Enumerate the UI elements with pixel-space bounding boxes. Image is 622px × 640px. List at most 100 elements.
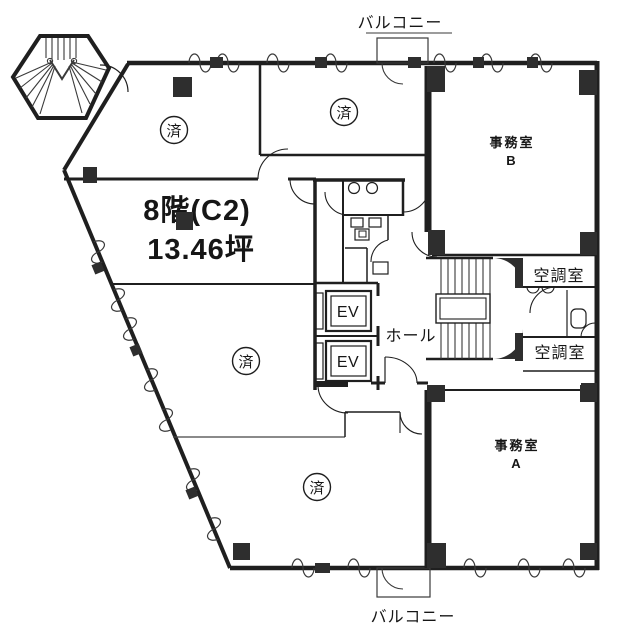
stair-entry-door-arc	[99, 64, 129, 93]
window-icon	[90, 240, 106, 264]
sink-basin-icon	[365, 181, 379, 195]
column-marker	[233, 543, 250, 560]
window-icon	[463, 558, 487, 578]
column-marker	[515, 258, 523, 288]
unit-floor-label: 8階(C2)	[143, 194, 251, 227]
column-marker	[315, 563, 330, 573]
status-seal-2: 済	[329, 97, 359, 127]
column-marker	[580, 543, 597, 560]
column-marker	[315, 57, 327, 68]
hall-label: ホール	[385, 328, 436, 345]
status-seals: 済 済 済 済	[159, 97, 359, 502]
fixture-icon	[368, 217, 382, 228]
column-marker	[408, 57, 421, 68]
fixture-icon	[350, 217, 364, 228]
column-marker	[129, 343, 143, 357]
column-marker	[428, 230, 445, 255]
column-marker	[427, 385, 445, 402]
office-a-room: 事務室 A	[494, 438, 539, 471]
office-b-label: 事務室	[489, 135, 534, 150]
window-icon	[347, 558, 371, 578]
outer-walls	[10, 34, 600, 571]
door-arc	[257, 148, 289, 180]
elevator-2-label: EV	[337, 354, 359, 371]
fixture-icon	[354, 228, 370, 241]
office-b-suffix: B	[506, 153, 517, 168]
column-marker	[427, 543, 446, 568]
window-icon	[122, 317, 138, 341]
toilet-icon	[570, 308, 587, 329]
door-arc	[580, 322, 596, 338]
window-icon	[291, 558, 315, 578]
balcony-bottom	[376, 567, 431, 598]
window-icon	[206, 517, 222, 541]
hvac-room-lower-label: 空調室	[534, 344, 585, 362]
window-icon	[143, 368, 159, 392]
status-seal-3: 済	[231, 346, 261, 376]
fixture-icon	[372, 261, 389, 275]
hvac-room-upper-label: 空調室	[533, 267, 584, 285]
balcony-top-door-arc	[381, 62, 404, 85]
window-icon	[110, 288, 126, 312]
office-a-suffix: A	[511, 456, 522, 471]
column-marker	[427, 66, 445, 92]
balcony-bottom-door-arc	[381, 567, 404, 590]
window-icon	[110, 288, 126, 312]
window-icon	[433, 53, 457, 73]
window-icon	[347, 558, 371, 578]
door-arc	[324, 191, 349, 216]
svg-text:済: 済	[166, 123, 181, 140]
office-b-door-arc	[411, 231, 438, 258]
window-icon	[433, 53, 457, 73]
column-marker	[210, 57, 223, 68]
elevator-2: EV	[315, 339, 373, 383]
column-marker	[176, 212, 193, 230]
window-icon	[122, 317, 138, 341]
hall-area	[371, 356, 428, 385]
column-marker	[473, 57, 484, 68]
door-arc	[317, 385, 349, 414]
door-arc	[399, 411, 423, 435]
window-icon	[266, 53, 290, 73]
unit-area-label: 13.46坪	[147, 233, 255, 266]
upper-diagonal-wall	[62, 62, 130, 172]
office-a-label: 事務室	[494, 438, 539, 453]
column-marker	[91, 261, 105, 275]
svg-text:済: 済	[238, 354, 253, 371]
window-icon	[206, 517, 222, 541]
column-marker	[173, 77, 192, 97]
elevator-1-label: EV	[337, 304, 359, 321]
sink-basin-icon	[347, 181, 361, 195]
fixture-icon	[358, 230, 367, 238]
column-marker	[579, 70, 597, 95]
hexagon-stairwell	[15, 38, 107, 115]
window-icon	[517, 558, 541, 578]
restroom-core	[313, 178, 438, 390]
sink-basin-icon	[541, 286, 555, 294]
window-icon	[562, 558, 586, 578]
column-marker	[580, 232, 597, 255]
main-staircase	[426, 256, 523, 361]
elevator-bank: EV EV	[315, 283, 380, 414]
window-icon	[158, 408, 174, 432]
door-arc	[370, 239, 389, 263]
column-markers	[83, 57, 597, 573]
door-arc	[529, 286, 557, 314]
svg-text:済: 済	[336, 105, 351, 122]
column-marker	[527, 57, 538, 68]
balcony-top-label: バルコニー	[358, 15, 443, 32]
lower-diagonal-wall	[62, 169, 232, 569]
column-marker	[581, 383, 597, 400]
window-icon	[90, 240, 106, 264]
door-arc	[289, 178, 316, 205]
window-icon	[291, 558, 315, 578]
window-icon	[158, 408, 174, 432]
office-b-room: 事務室 B	[489, 135, 534, 168]
door-arc	[384, 356, 418, 384]
window-icon	[143, 368, 159, 392]
sink-basin-icon	[526, 286, 540, 294]
status-seal-4: 済	[302, 472, 332, 502]
balcony-top	[366, 32, 452, 85]
column-marker	[185, 486, 199, 500]
